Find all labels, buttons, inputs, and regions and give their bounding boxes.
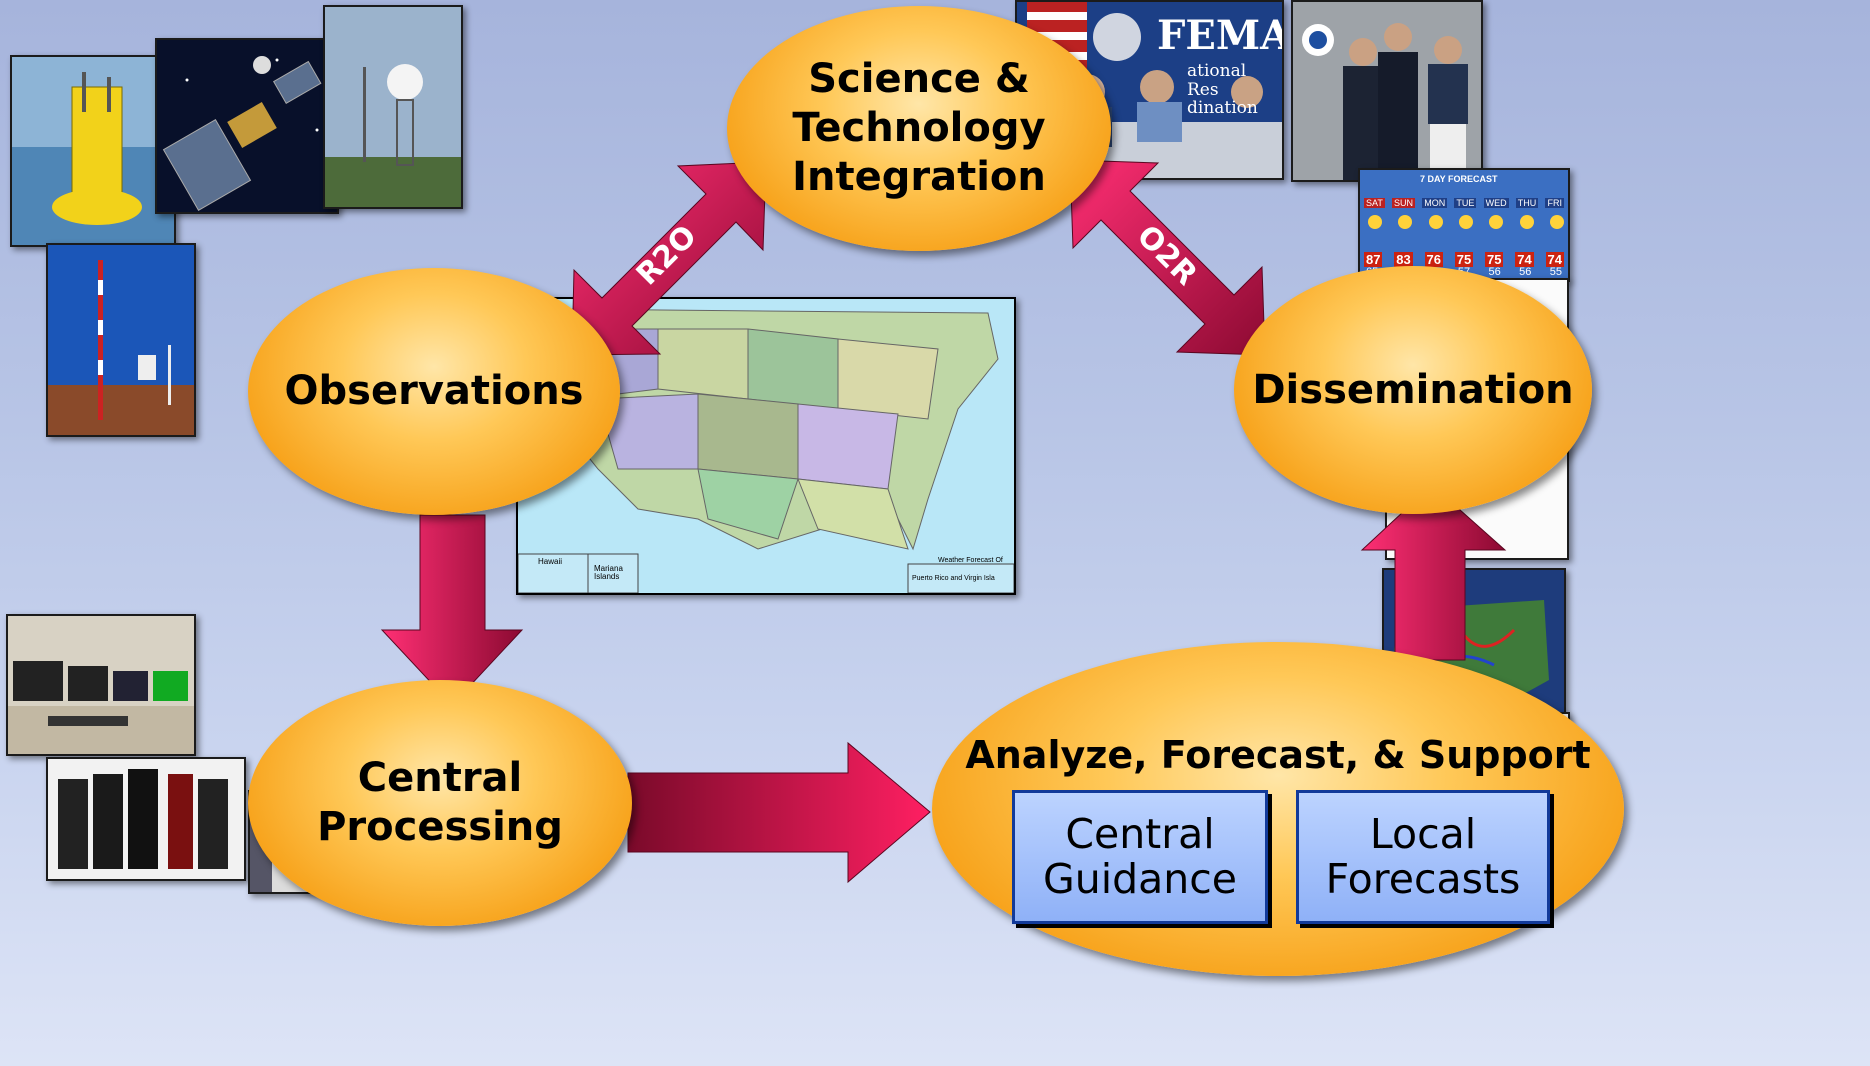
forecast-title: 7 DAY FORECAST	[1420, 174, 1498, 184]
local-forecasts-label: Local Forecasts	[1325, 809, 1521, 903]
police-officers-photo	[1291, 0, 1483, 182]
forecast-highs: 87 83 76 75 75 74 74	[1364, 252, 1564, 267]
forecast-low: 56	[1488, 266, 1501, 278]
map-label-puerto-rico: Puerto Rico and Virgin Isla	[912, 575, 995, 582]
forecast-low: 56	[1519, 266, 1532, 278]
observations-label: Observations	[284, 368, 584, 415]
central-processing-node: Central Processing	[248, 680, 632, 926]
supercomputer-photo	[46, 757, 246, 881]
buoy-photo	[10, 55, 176, 247]
sun-icon	[1549, 215, 1564, 229]
forecast-low: 55	[1549, 266, 1562, 278]
fema-sub-text: ational Res dination	[1187, 61, 1258, 119]
forecast-day: TUE	[1454, 198, 1477, 208]
down-arrow	[380, 514, 524, 706]
sun-icon	[1519, 215, 1534, 229]
sun-icon	[1489, 215, 1504, 229]
forecast-high: 87	[1364, 252, 1383, 267]
workstation-photo	[6, 614, 196, 756]
forecast-high: 83	[1394, 252, 1413, 267]
forecast-high: 75	[1454, 252, 1474, 267]
sun-icon	[1398, 215, 1413, 229]
weather-station-photo	[46, 243, 196, 437]
forecast-day: SAT	[1364, 198, 1385, 208]
seven-day-forecast-photo: 7 DAY FORECAST SAT SUN MON TUE WED THU F…	[1358, 168, 1570, 282]
radar-tower-photo	[323, 5, 463, 209]
forecast-day: WED	[1483, 198, 1509, 208]
sun-icon	[1458, 215, 1473, 229]
sun-icon	[1428, 215, 1443, 229]
right-arrow	[627, 741, 931, 884]
forecast-day: SUN	[1392, 198, 1416, 208]
forecast-high: 76	[1424, 252, 1443, 267]
map-label-mariana: Mariana Islands	[594, 564, 623, 581]
sun-icon	[1368, 215, 1382, 229]
forecast-day: THU	[1515, 198, 1539, 208]
forecast-day: FRI	[1545, 198, 1564, 208]
analyze-forecast-label: Analyze, Forecast, & Support	[965, 733, 1591, 777]
central-guidance-box: Central Guidance	[1012, 790, 1268, 924]
up-arrow	[1360, 484, 1507, 661]
satellite-photo	[155, 38, 339, 214]
local-forecasts-box: Local Forecasts	[1296, 790, 1550, 924]
forecast-icons	[1368, 215, 1564, 233]
forecast-days: SAT SUN MON TUE WED THU FRI	[1364, 198, 1564, 208]
forecast-high: 75	[1485, 252, 1504, 267]
map-label-hawaii: Hawaii	[538, 557, 563, 566]
forecast-high: 74	[1545, 252, 1564, 267]
science-technology-node: Science & Technology Integration	[727, 6, 1111, 251]
science-technology-label: Science & Technology Integration	[792, 56, 1046, 200]
map-legend-text: Weather Forecast Of	[938, 557, 1003, 564]
dissemination-node: Dissemination	[1234, 266, 1592, 514]
forecast-high: 74	[1515, 252, 1534, 267]
central-guidance-label: Central Guidance	[1042, 809, 1238, 903]
central-processing-label: Central Processing	[317, 755, 563, 850]
dissemination-label: Dissemination	[1252, 366, 1574, 413]
forecast-day: MON	[1422, 198, 1448, 208]
fema-sign-text: FEMA	[1157, 12, 1284, 59]
observations-node: Observations	[248, 268, 620, 515]
